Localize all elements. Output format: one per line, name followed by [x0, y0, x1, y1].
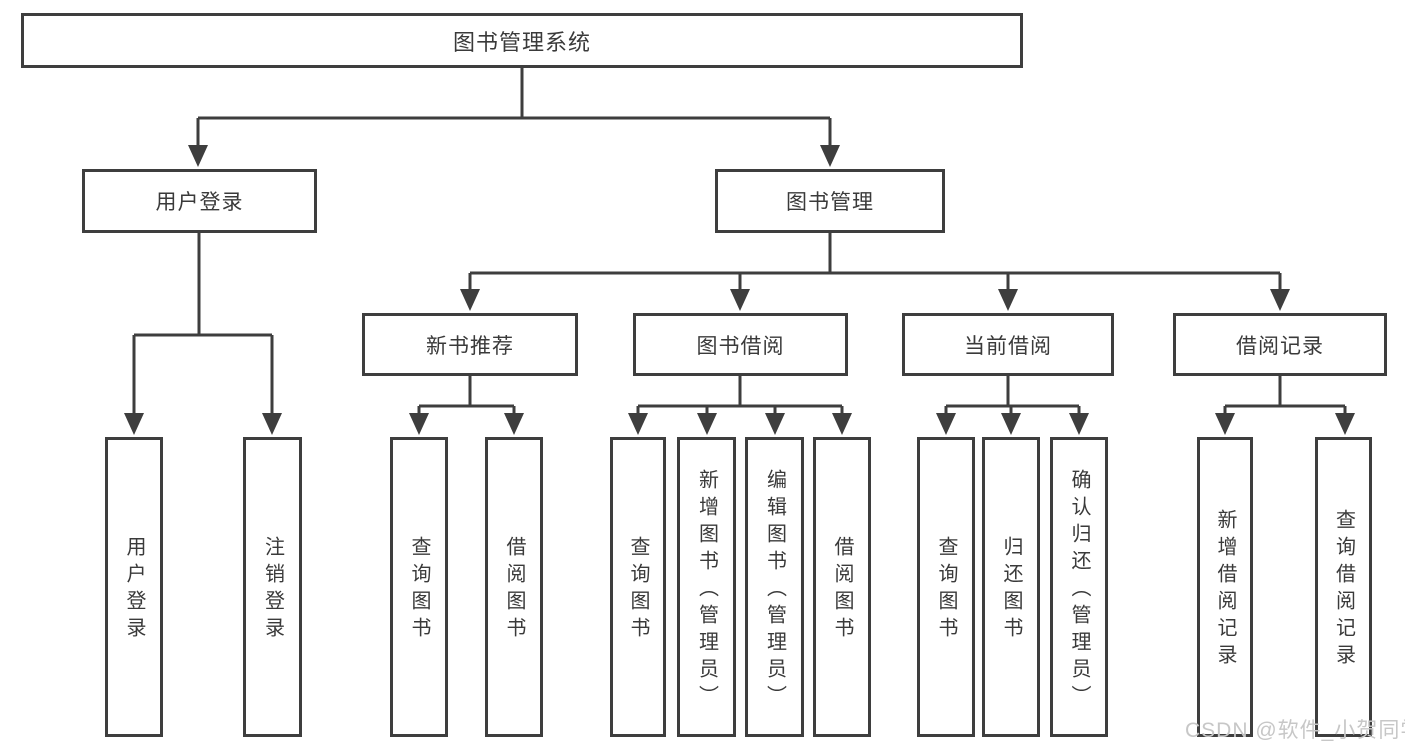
leaf-user-login: 用户登录: [105, 437, 163, 737]
node-new-book-recommend: 新书推荐: [362, 313, 578, 376]
leaf-records-query-borrow-record: 查询借阅记录: [1315, 437, 1372, 737]
leaf-borrow-add-books-admin: 新增图书（管理员）: [677, 437, 736, 737]
node-user-login: 用户登录: [82, 169, 317, 233]
leaf-logout: 注销登录: [243, 437, 302, 737]
leaf-newbook-query-books: 查询图书: [390, 437, 448, 737]
node-current-borrow: 当前借阅: [902, 313, 1114, 376]
node-library-management-system: 图书管理系统: [21, 13, 1023, 68]
leaf-current-return-books: 归还图书: [982, 437, 1040, 737]
leaf-borrow-edit-books-admin: 编辑图书（管理员）: [745, 437, 804, 737]
leaf-current-confirm-return-admin: 确认归还（管理员）: [1050, 437, 1108, 737]
leaf-borrow-query-books: 查询图书: [610, 437, 666, 737]
leaf-borrow-borrow-books: 借阅图书: [813, 437, 871, 737]
leaf-current-query-books: 查询图书: [917, 437, 975, 737]
node-book-borrow: 图书借阅: [633, 313, 848, 376]
node-book-management: 图书管理: [715, 169, 945, 233]
csdn-watermark: CSDN @软件_小贺同学: [1185, 719, 1405, 742]
node-borrow-records: 借阅记录: [1173, 313, 1387, 376]
arrowhead-icons: [124, 145, 1355, 435]
leaf-records-add-borrow-record: 新增借阅记录: [1197, 437, 1253, 737]
leaf-newbook-borrow-books: 借阅图书: [485, 437, 543, 737]
